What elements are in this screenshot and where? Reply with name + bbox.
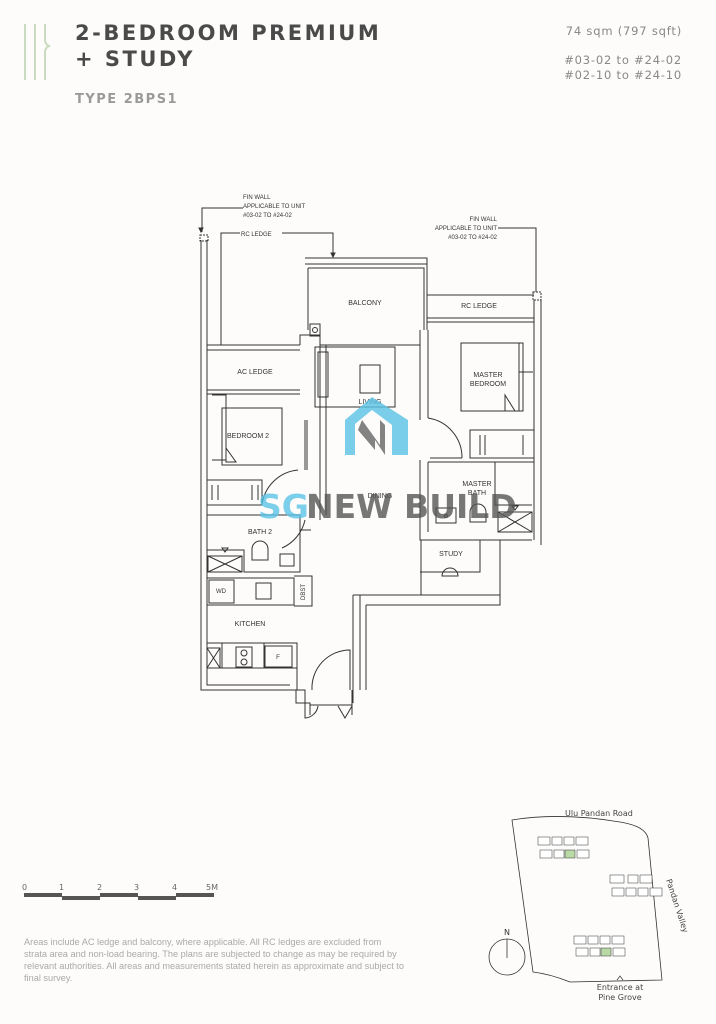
svg-text:FIN WALL: FIN WALL xyxy=(243,195,271,201)
annotation-rc-ledge: RC LEDGE xyxy=(241,232,272,238)
unit-stack-1: #03-02 to #24-02 xyxy=(564,53,682,67)
site-plan: Ulu Pandan Road Pandan Valley Entrance a… xyxy=(488,809,690,1002)
block-cluster-east xyxy=(609,874,663,897)
title-line-2: + STUDY xyxy=(75,47,196,71)
svg-text:APPLICABLE TO UNIT: APPLICABLE TO UNIT xyxy=(243,204,305,210)
svg-text:N: N xyxy=(504,928,510,937)
unit-meta: 74 sqm (797 sqft) #03-02 to #24-02 #02-1… xyxy=(564,24,682,83)
svg-text:5M: 5M xyxy=(206,883,218,892)
svg-text:1: 1 xyxy=(59,883,64,892)
disclaimer-text: Areas include AC ledge and balcony, wher… xyxy=(24,937,404,983)
room-master-bedroom-line1: MASTER xyxy=(473,372,502,379)
label-fridge: F xyxy=(276,655,280,661)
watermark-sg: SG xyxy=(258,487,309,526)
room-master-bath-line2: BATH xyxy=(468,490,486,497)
annotation-fin-wall-right: FIN WALL APPLICABLE TO UNIT #03-02 TO #2… xyxy=(435,217,498,241)
road-pandan-valley: Pandan Valley xyxy=(664,878,690,934)
watermark-logo xyxy=(345,397,408,455)
room-master-bath-line1: MASTER xyxy=(462,481,491,488)
annotation-fin-wall-left: FIN WALL APPLICABLE TO UNIT #03-02 TO #2… xyxy=(243,195,305,219)
room-rc-ledge: RC LEDGE xyxy=(461,303,497,310)
entrance-line1: Entrance at xyxy=(597,983,643,992)
scale-bar: 0 1 2 3 4 5M xyxy=(22,883,218,900)
room-study: STUDY xyxy=(439,551,463,558)
unit-type: TYPE 2BPS1 xyxy=(75,92,179,107)
unit-area: 74 sqm (797 sqft) xyxy=(565,24,682,38)
svg-text:APPLICABLE TO UNIT: APPLICABLE TO UNIT xyxy=(435,226,497,232)
room-dining: DINING xyxy=(368,493,393,500)
watermark-new-build: NEW BUILD xyxy=(306,487,517,526)
svg-text:2: 2 xyxy=(97,883,102,892)
room-ac-ledge: AC LEDGE xyxy=(237,369,273,376)
svg-text:FIN WALL: FIN WALL xyxy=(470,217,498,223)
road-ulu-pandan: Ulu Pandan Road xyxy=(565,809,633,818)
entrance-line2: Pine Grove xyxy=(598,993,641,1002)
block-cluster-north xyxy=(537,836,590,859)
svg-text:#03-02 TO #24-02: #03-02 TO #24-02 xyxy=(448,235,497,241)
room-bath-2: BATH 2 xyxy=(248,529,272,536)
north-compass-icon: N xyxy=(488,928,526,976)
block-cluster-south xyxy=(573,935,626,957)
label-dbst: DBST xyxy=(301,584,307,600)
room-kitchen: KITCHEN xyxy=(235,621,266,628)
title-line-1: 2-BEDROOM PREMIUM xyxy=(75,21,382,45)
svg-text:3: 3 xyxy=(134,883,139,892)
svg-text:0: 0 xyxy=(22,883,27,892)
room-balcony: BALCONY xyxy=(348,300,382,307)
room-bedroom-2: BEDROOM 2 xyxy=(227,433,269,440)
label-washer-dryer: WD xyxy=(216,589,227,595)
unit-title: 2-BEDROOM PREMIUM + STUDY xyxy=(75,20,381,72)
unit-stack-2: #02-10 to #24-10 xyxy=(564,68,682,82)
room-master-bedroom-line2: BEDROOM xyxy=(470,381,506,388)
svg-text:#03-02 TO #24-02: #03-02 TO #24-02 xyxy=(243,213,292,219)
svg-text:4: 4 xyxy=(172,883,177,892)
brand-logo-lines xyxy=(24,24,52,80)
